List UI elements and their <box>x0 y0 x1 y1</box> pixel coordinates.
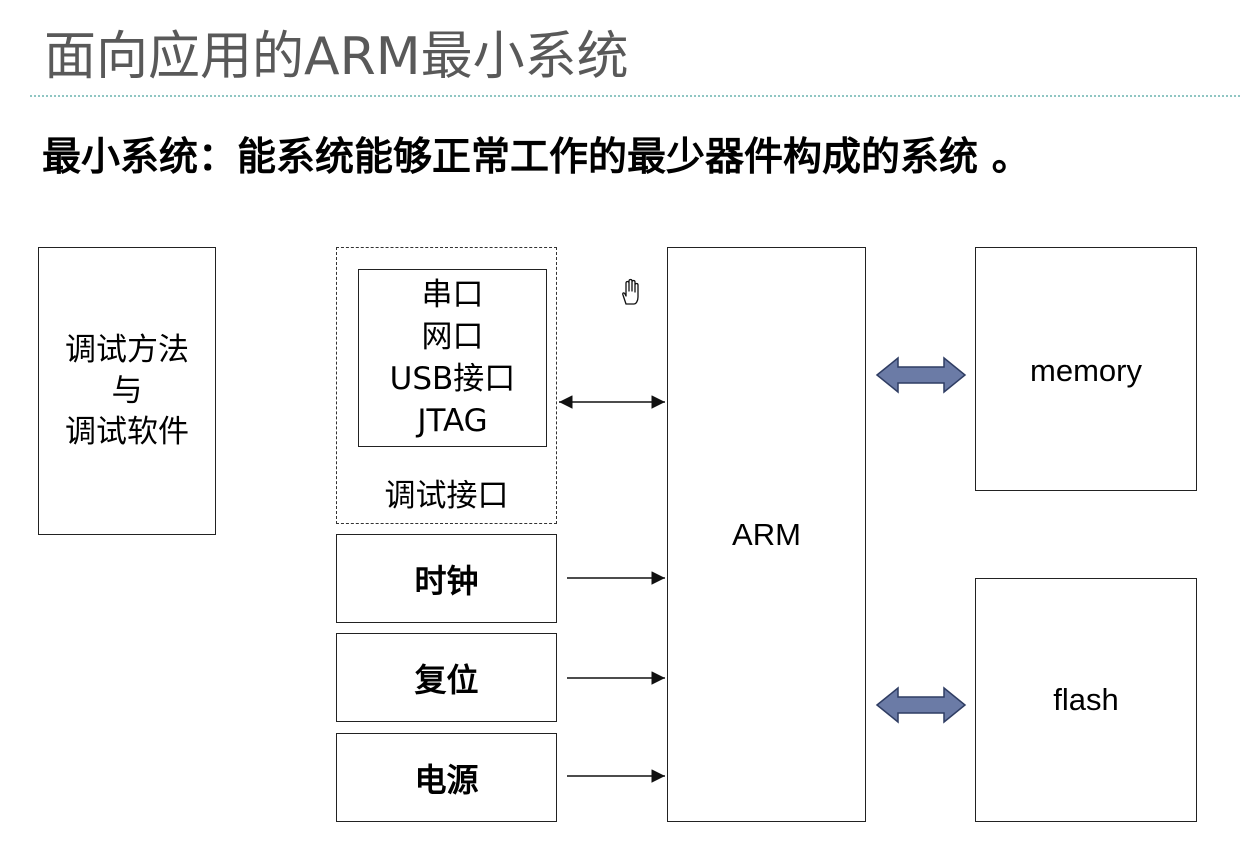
hand-cursor-icon <box>622 278 639 305</box>
power-label: 电源 <box>414 760 479 799</box>
interface-item-serial: 串口 <box>421 277 484 313</box>
debug-interface-group <box>336 247 557 524</box>
arm-flash-bus-arrow <box>875 686 967 724</box>
flash-label: flash <box>1053 682 1119 717</box>
definition-text: 最小系统：能系统能够正常工作的最少器件构成的系统 。 <box>42 135 1031 180</box>
reset-label: 复位 <box>414 660 479 699</box>
interface-item-jtag: JTAG <box>417 403 488 439</box>
debug-method-line-3: 调试软件 <box>65 413 189 450</box>
memory-label: memory <box>1030 353 1142 388</box>
debug-method-box: 调试方法 与 调试软件 <box>38 247 216 535</box>
title-divider <box>30 95 1240 97</box>
power-box: 电源 <box>336 733 557 822</box>
slide-title: 面向应用的ARM最小系统 <box>44 27 629 87</box>
interface-item-usb: USB接口 <box>389 361 516 397</box>
memory-box: memory <box>975 247 1197 491</box>
interface-list-box: 串口 网口 USB接口 JTAG <box>358 269 547 447</box>
arm-memory-bus-arrow <box>875 356 967 394</box>
debug-method-line-2: 与 <box>111 372 143 409</box>
debug-interface-label: 调试接口 <box>384 478 509 514</box>
reset-box: 复位 <box>336 633 557 722</box>
clock-box: 时钟 <box>336 534 557 623</box>
clock-label: 时钟 <box>414 561 479 600</box>
arm-box: ARM <box>667 247 866 822</box>
interface-item-network: 网口 <box>421 319 484 355</box>
flash-box: flash <box>975 578 1197 822</box>
debug-method-line-1: 调试方法 <box>65 331 189 368</box>
arm-label: ARM <box>732 516 801 552</box>
